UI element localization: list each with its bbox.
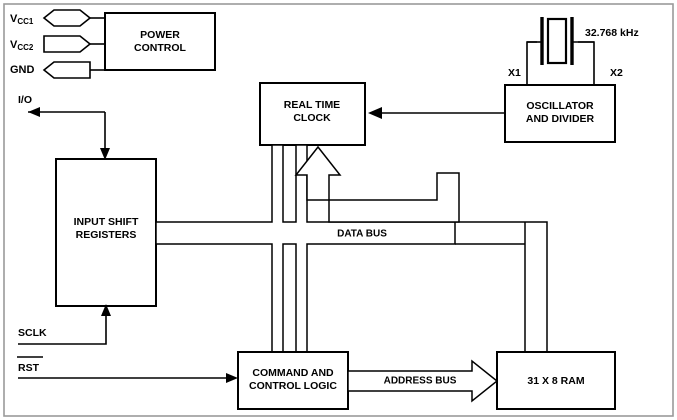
arrow-input-icon <box>43 35 92 53</box>
address-bus-arrow <box>347 359 499 403</box>
osc-rtc-arrowhead-icon <box>368 107 382 119</box>
diagram-frame <box>3 3 674 417</box>
crystal-terminal-x1-label: X1 <box>508 67 521 79</box>
power-control-label-1: POWER <box>140 29 180 41</box>
input-shift-label-2: REGISTERS <box>76 229 137 241</box>
signal-label-io: I/O <box>18 94 32 106</box>
signal-label-rst: RST <box>18 362 40 374</box>
crystal-body-icon <box>546 17 568 65</box>
oscillator-label-1: OSCILLATOR <box>526 100 594 112</box>
block-power-control: POWER CONTROL <box>104 12 216 71</box>
pin-vcc1-base: V <box>10 13 18 25</box>
crystal-x1-leg <box>526 41 537 84</box>
pin-vcc2-base: V <box>10 39 18 51</box>
ram-label: 31 X 8 RAM <box>527 375 584 387</box>
signal-io: I/O <box>18 94 110 160</box>
bus-data: DATA BUS <box>155 144 548 391</box>
data-bus-arrow-to-rtc <box>294 145 460 223</box>
data-bus-label: DATA BUS <box>337 229 387 240</box>
wire-oscillator-to-rtc <box>368 107 505 119</box>
ram-rect <box>496 351 616 410</box>
hexagon-icon <box>42 9 92 27</box>
pin-vcc1: VCC1 <box>10 9 105 27</box>
oscillator-rect <box>504 84 616 143</box>
block-command-and-control-logic: COMMAND AND CONTROL LOGIC <box>237 351 349 410</box>
input-shift-label-1: INPUT SHIFT <box>74 216 139 228</box>
block-oscillator-and-divider: OSCILLATOR AND DIVIDER <box>504 84 616 143</box>
pin-label-vcc1: VCC1 <box>10 13 34 26</box>
pin-label-gnd: GND <box>10 64 35 76</box>
block-ram: 31 X 8 RAM <box>496 351 616 410</box>
signal-rst: RST <box>17 356 238 383</box>
rtc-label-2: CLOCK <box>293 112 331 124</box>
command-logic-label-1: COMMAND AND <box>252 367 334 379</box>
io-arrowhead-down-icon <box>100 148 110 160</box>
power-control-label-2: CONTROL <box>134 42 186 54</box>
rst-arrowhead-icon <box>226 373 238 383</box>
block-input-shift-registers: INPUT SHIFT REGISTERS <box>55 158 157 307</box>
data-bus-channel-right <box>455 221 548 356</box>
io-arrowhead-icon <box>28 107 40 117</box>
crystal-x2-leg <box>578 41 595 84</box>
pin-gnd: GND <box>10 61 105 79</box>
sclk-wire <box>18 314 107 345</box>
signal-label-sclk: SCLK <box>18 327 47 339</box>
real-time-clock-rect <box>259 82 366 146</box>
signal-sclk: SCLK <box>18 304 111 345</box>
pin-gnd-base: GND <box>10 64 35 76</box>
bus-address: ADDRESS BUS <box>347 359 499 403</box>
sclk-arrowhead-icon <box>101 304 111 316</box>
address-bus-label: ADDRESS BUS <box>384 376 457 387</box>
rtc-label-1: REAL TIME <box>284 99 340 111</box>
crystal-frequency-label: 32.768 kHz <box>585 27 639 39</box>
arrow-output-icon <box>42 61 91 79</box>
crystal-terminal-x2-label: X2 <box>610 67 623 79</box>
block-real-time-clock: REAL TIME CLOCK <box>259 82 366 146</box>
command-logic-label-2: CONTROL LOGIC <box>249 380 337 392</box>
oscillator-label-2: AND DIVIDER <box>526 113 595 125</box>
pin-label-vcc2: VCC2 <box>10 39 34 52</box>
power-control-rect <box>104 12 216 71</box>
pin-vcc2-sub: CC2 <box>17 43 34 52</box>
crystal-oscillator: 32.768 kHz X1 X2 <box>508 17 639 84</box>
pin-vcc1-sub: CC1 <box>17 17 34 26</box>
command-logic-rect <box>237 351 349 410</box>
pin-vcc2: VCC2 <box>10 35 105 53</box>
